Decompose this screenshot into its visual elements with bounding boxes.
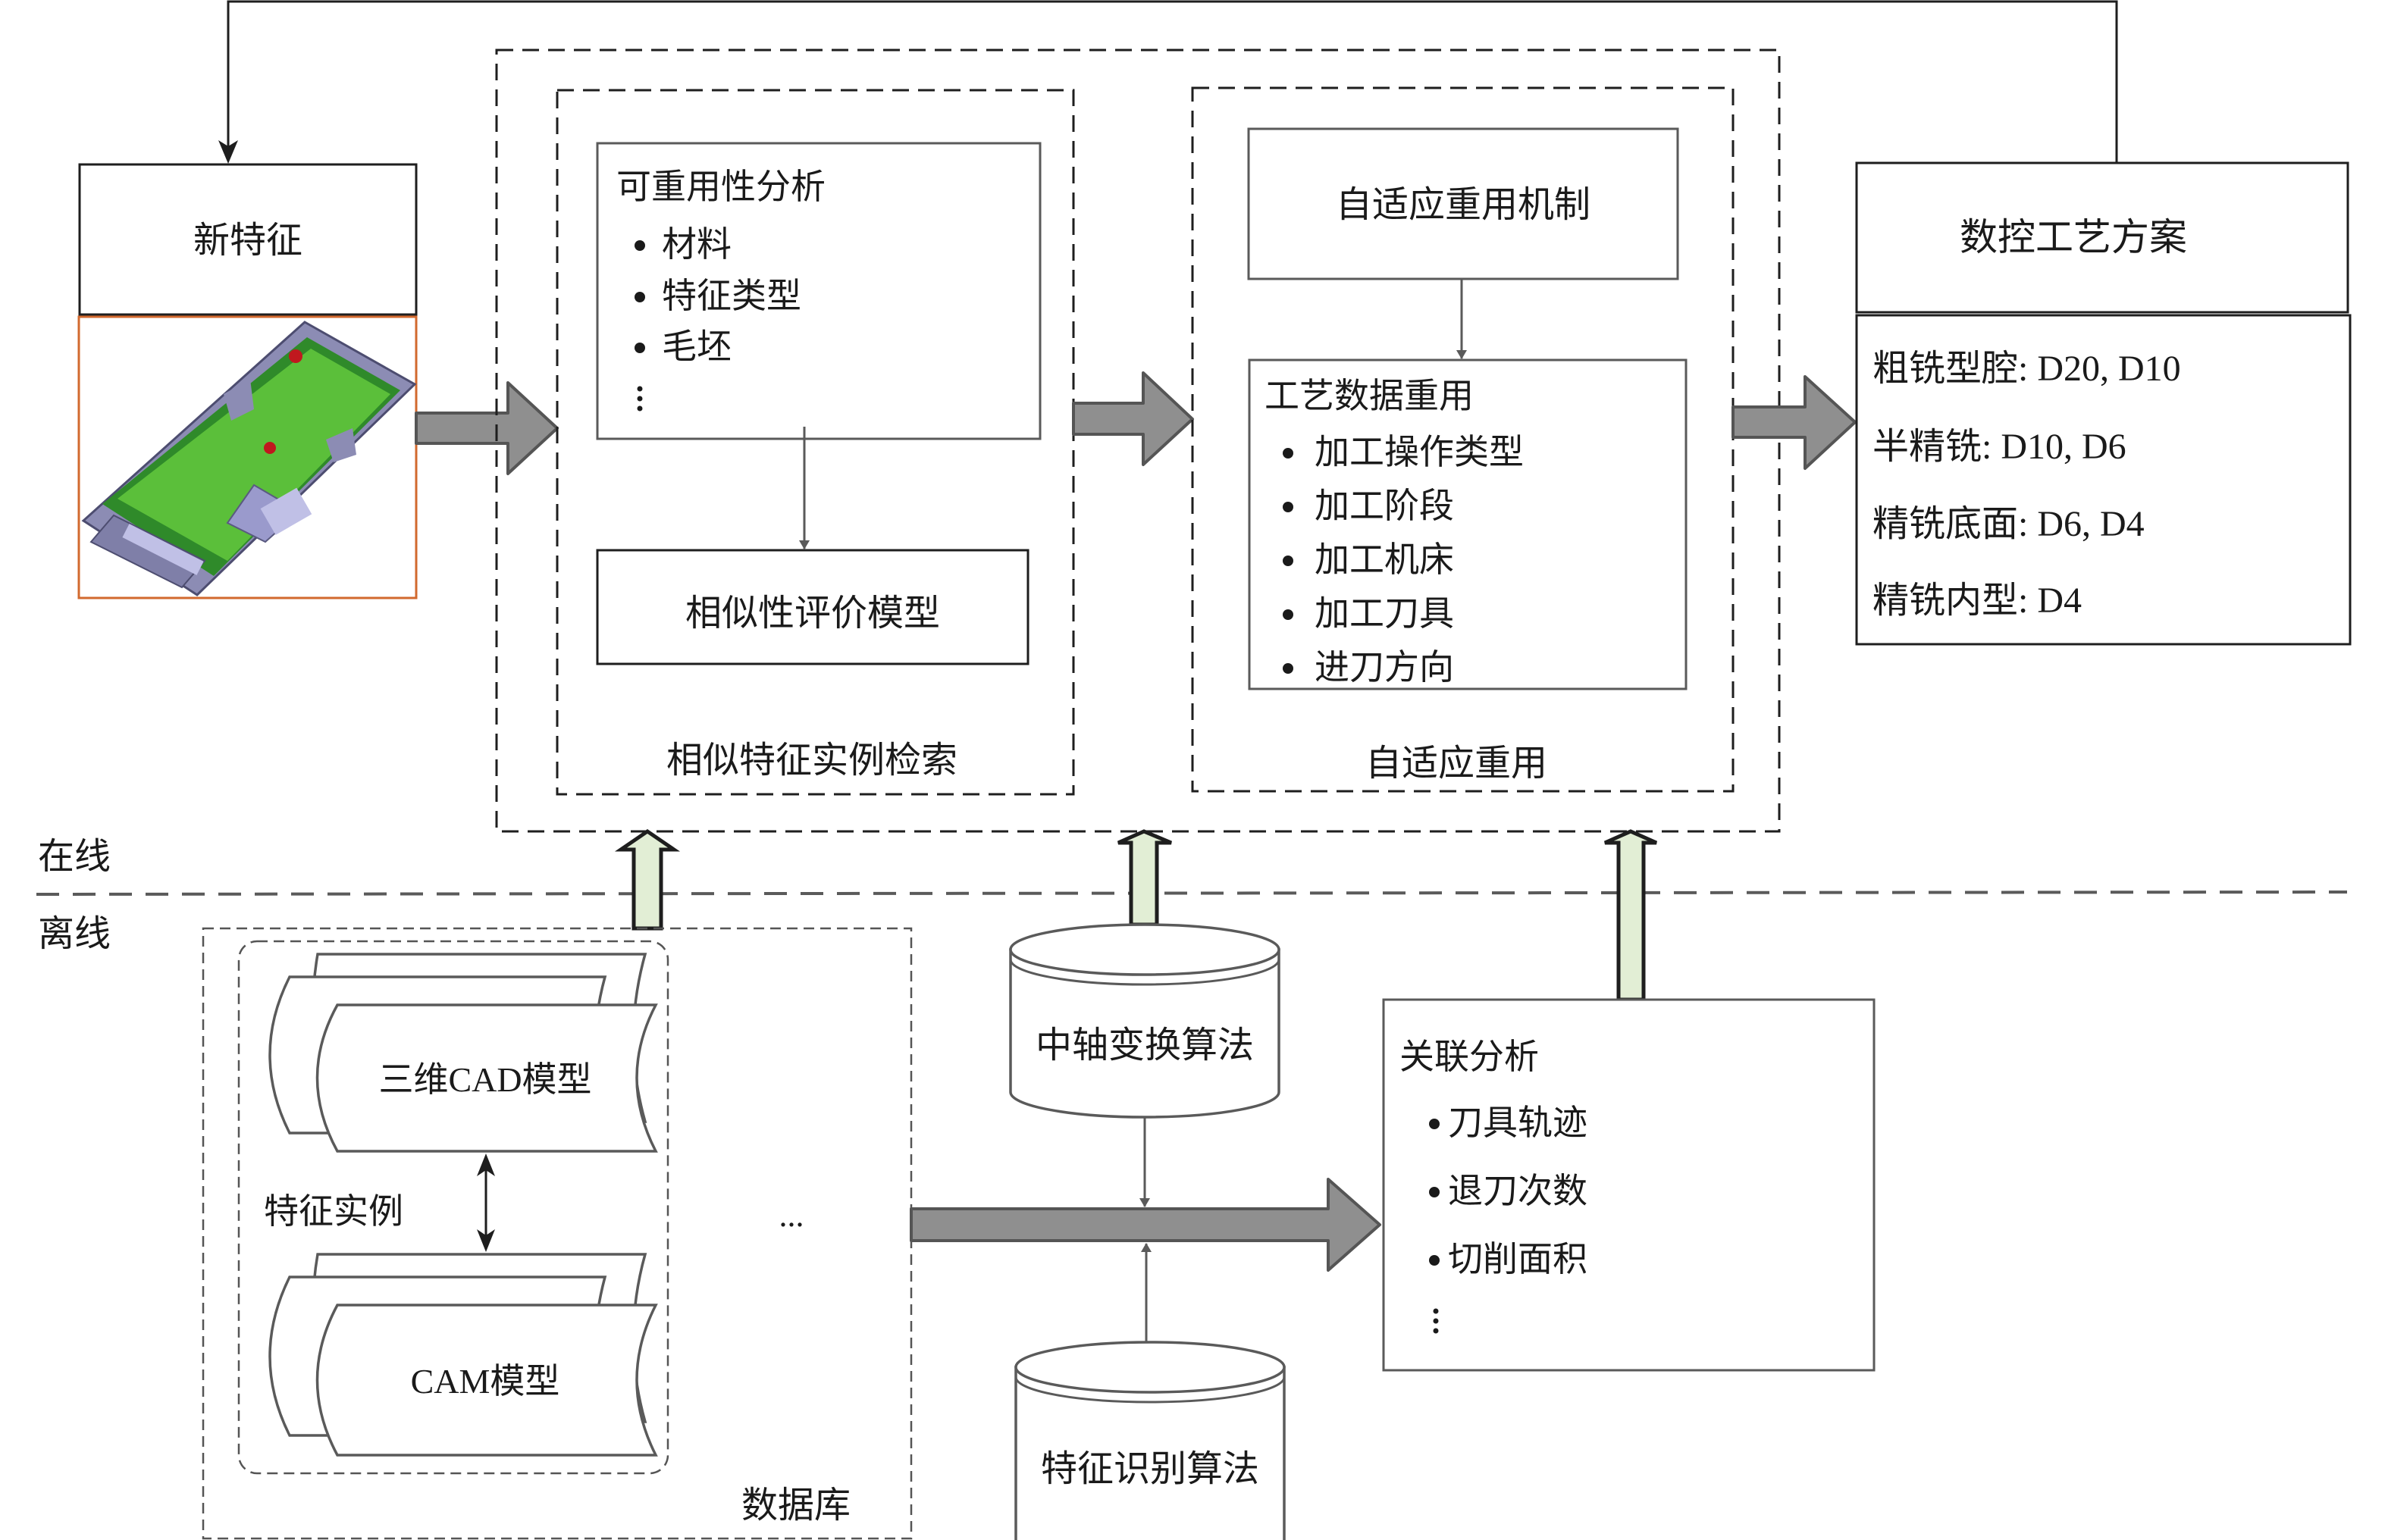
feature-recognition-algorithm: 特征识别算法 bbox=[1014, 1341, 1286, 1540]
process-data-reuse-box bbox=[1248, 358, 1688, 690]
cylinder-rim bbox=[1009, 959, 1280, 986]
bullet-icon bbox=[1283, 448, 1293, 459]
cnc-plan-block: 数控工艺方案 粗铣型腔: D20, D10 半精铣: D10, D6 精铣底面:… bbox=[1855, 161, 2352, 646]
new-feature-title: 新特征 bbox=[193, 221, 302, 261]
cylinder-rim bbox=[1014, 1376, 1286, 1404]
arrow-to-cnc-plan-icon bbox=[1731, 375, 1857, 470]
database-more-indicator: ... bbox=[779, 1197, 804, 1234]
cnc-plan-title-box bbox=[1855, 161, 2349, 314]
retrieval-group-label: 相似特征实例检索 bbox=[666, 740, 957, 781]
ellipsis-dot bbox=[637, 386, 643, 392]
arrow-to-retrieval-icon bbox=[415, 381, 559, 475]
association-analysis-box bbox=[1382, 998, 1876, 1372]
association-item: 刀具轨迹 bbox=[1448, 1103, 1587, 1142]
online-offline-divider bbox=[36, 891, 2348, 896]
medial-axis-to-adaptive-up-arrow-icon bbox=[1117, 829, 1172, 927]
adaptive-mechanism-label: 自适应重用机制 bbox=[1336, 185, 1590, 225]
arrowhead-down-icon bbox=[477, 1229, 495, 1252]
bullet-icon bbox=[635, 292, 645, 302]
new-feature-block: 新特征 bbox=[77, 163, 418, 599]
feature-instance-label: 特征实例 bbox=[264, 1192, 403, 1231]
document-front bbox=[315, 1304, 658, 1457]
bullet-icon bbox=[1429, 1255, 1440, 1266]
association-title: 关联分析 bbox=[1399, 1038, 1539, 1076]
medial-axis-algorithm: 中轴变换算法 bbox=[1009, 923, 1280, 1119]
cad-part-image bbox=[81, 321, 417, 596]
bullet-icon bbox=[1429, 1187, 1440, 1197]
similarity-model-box bbox=[596, 549, 1029, 665]
reusability-item: 特征类型 bbox=[662, 277, 801, 315]
cam-model-stack: CAM模型 bbox=[268, 1253, 658, 1457]
process-data-item: 加工阶段 bbox=[1315, 487, 1454, 525]
bullet-icon bbox=[635, 343, 645, 353]
cnc-plan-line: 精铣底面: D6, D4 bbox=[1872, 504, 2145, 544]
ellipsis-dot bbox=[1433, 1308, 1439, 1314]
red-feature-marker bbox=[289, 349, 302, 363]
cylinder-top bbox=[1009, 923, 1280, 976]
reusability-title: 可重用性分析 bbox=[616, 167, 826, 206]
reusability-list: 材料 特征类型 毛坯 bbox=[635, 225, 801, 412]
cnc-plan-title: 数控工艺方案 bbox=[1960, 216, 2187, 258]
cam-model-label: CAM模型 bbox=[411, 1362, 560, 1401]
bullet-icon bbox=[1429, 1119, 1440, 1129]
bullet-icon bbox=[1283, 556, 1293, 566]
ellipsis-dot bbox=[1433, 1328, 1439, 1334]
similarity-model-label: 相似性评价模型 bbox=[685, 593, 940, 634]
association-item: 退刀次数 bbox=[1448, 1172, 1587, 1210]
bullet-icon bbox=[635, 240, 645, 251]
bullet-icon bbox=[1283, 663, 1293, 674]
process-data-title: 工艺数据重用 bbox=[1265, 377, 1474, 415]
cnc-plan-line: 半精铣: D10, D6 bbox=[1872, 427, 2126, 467]
reusability-analysis-box bbox=[596, 142, 1042, 440]
association-to-online-up-arrow-icon bbox=[1603, 829, 1658, 1002]
feedback-arrowhead-icon bbox=[218, 140, 238, 164]
cylinder-top bbox=[1014, 1341, 1286, 1394]
process-data-list: 加工操作类型 加工阶段 加工机床 加工刀具 进刀方向 bbox=[1283, 433, 1524, 687]
bullet-icon bbox=[1283, 609, 1293, 620]
red-feature-marker bbox=[264, 442, 276, 454]
cnc-plan-line: 精铣内型: D4 bbox=[1872, 581, 2082, 621]
cad-model-label: 三维CAD模型 bbox=[378, 1060, 591, 1099]
online-process-region bbox=[495, 49, 1781, 833]
adaptive-reuse-group: 自适应重用机制 工艺数据重用 加工操作类型 加工阶段 加工机床 加工刀具 进刀方… bbox=[1191, 86, 1735, 793]
medial-axis-label: 中轴变换算法 bbox=[1036, 1025, 1254, 1066]
arrowhead-up-icon bbox=[477, 1153, 495, 1176]
cnc-plan-detail-box bbox=[1855, 314, 2352, 646]
arrow-to-association-icon bbox=[910, 1178, 1381, 1272]
feature-instance-group bbox=[237, 940, 669, 1475]
cylinder-body bbox=[1009, 948, 1280, 1119]
database-label: 数据库 bbox=[741, 1485, 851, 1526]
process-data-item: 加工操作类型 bbox=[1315, 433, 1524, 471]
arrow-to-adaptive-icon bbox=[1072, 371, 1194, 466]
bullet-icon bbox=[1283, 502, 1293, 512]
new-feature-box bbox=[78, 163, 418, 316]
adaptive-group-label: 自适应重用 bbox=[1365, 743, 1547, 784]
association-item: 切削面积 bbox=[1448, 1240, 1587, 1279]
feedback-line bbox=[227, 0, 2118, 163]
cad-model-stack: 三维CAD模型 bbox=[268, 953, 658, 1153]
adaptive-dashed-box bbox=[1191, 86, 1735, 793]
process-data-item: 加工机床 bbox=[1315, 540, 1454, 579]
process-data-item: 进刀方向 bbox=[1315, 648, 1454, 687]
similar-instance-retrieval-group: 可重用性分析 材料 特征类型 毛坯 相似性评价模型 相似特征实例检索 bbox=[556, 89, 1075, 796]
database-block: 三维CAD模型 特征实例 CAM模型 ... 数据库 bbox=[202, 927, 913, 1540]
offline-label: 离线 bbox=[38, 914, 111, 954]
association-analysis-block: 关联分析 刀具轨迹 退刀次数 切削面积 bbox=[1382, 998, 1876, 1372]
ellipsis-dot bbox=[637, 396, 643, 402]
ellipsis-dot bbox=[637, 405, 643, 412]
document-front bbox=[315, 1003, 658, 1153]
reusability-item: 毛坯 bbox=[662, 327, 732, 366]
ellipsis-dot bbox=[1433, 1318, 1439, 1324]
feedback-connector bbox=[218, 0, 2118, 164]
database-to-retrieval-up-arrow-icon bbox=[614, 828, 681, 931]
reusability-item: 材料 bbox=[662, 225, 732, 264]
database-dashed-box bbox=[202, 927, 913, 1540]
online-label: 在线 bbox=[38, 837, 111, 877]
adaptive-mechanism-box bbox=[1247, 127, 1679, 280]
feature-recognition-label: 特征识别算法 bbox=[1041, 1449, 1259, 1489]
retrieval-dashed-box bbox=[556, 89, 1075, 796]
cnc-plan-line: 粗铣型腔: D20, D10 bbox=[1872, 349, 2181, 389]
process-data-item: 加工刀具 bbox=[1315, 594, 1454, 633]
